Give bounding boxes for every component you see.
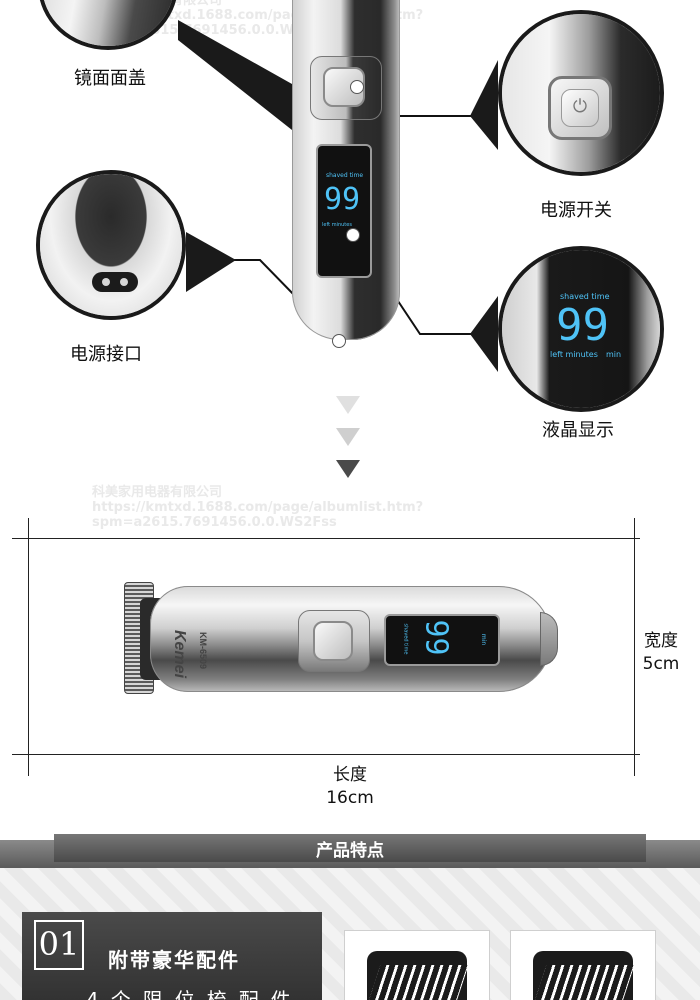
lcd-min-horizontal: min: [480, 633, 488, 646]
watermark-middle: 科美家用电器有限公司 https://kmtxd.1688.com/page/a…: [92, 485, 424, 531]
width-value: 5cm: [642, 653, 680, 674]
section-title: 产品特点: [316, 841, 384, 861]
lcd-caption-horizontal: shaved time: [402, 623, 409, 655]
lcd-zoom-minutes: left minutes: [550, 350, 598, 359]
arrow-down-icon: [336, 396, 360, 414]
mirror-cover-label: 镜面面盖: [74, 68, 146, 89]
lcd-zoom-caption: shaved time: [560, 292, 610, 301]
port-pointer: [186, 232, 236, 292]
length-dimension: 长度 16cm: [300, 764, 400, 810]
power-port-label: 电源接口: [70, 344, 142, 365]
port-slot-icon: [92, 272, 138, 292]
watermark-url: https://kmtxd.1688.com/page/albumlist.ht…: [92, 499, 424, 515]
lcd-caption: shaved time: [326, 172, 364, 179]
trimmer-vertical-image: shaved time 99 left minutes: [292, 0, 400, 340]
accessory-card: [510, 930, 656, 1000]
dimension-top-line: [12, 538, 640, 539]
lcd-display-label: 液晶显示: [542, 420, 614, 441]
length-label: 长度: [333, 765, 367, 785]
lcd-digits-horizontal: 99: [418, 619, 454, 656]
comb-icon: [367, 951, 467, 1000]
mirror-cover-zoom: [38, 0, 178, 50]
lcd-pointer: [470, 296, 498, 372]
watermark-spm: spm=a2615.7691456.0.0.WS2Fss: [92, 514, 337, 530]
model-number: KM-6509: [198, 632, 208, 670]
width-dimension: 宽度 5cm: [636, 630, 686, 676]
lcd-display-zoom: shaved time 99 left minutes min: [498, 246, 664, 412]
dimension-left-line: [28, 518, 29, 776]
arrow-down-icon: [336, 428, 360, 446]
lcd-digits: 99: [324, 182, 361, 217]
brand-logo: Kemei KM-6509: [171, 612, 226, 678]
power-symbol-icon: [548, 76, 612, 140]
power-switch-zoom: [498, 10, 664, 176]
feature-subtitle: 4个限位梳配件: [86, 988, 303, 1000]
callout-dot-lcd: [346, 228, 360, 242]
watermark-company: 科美家用电器有限公司: [92, 485, 223, 500]
power-button-panel: [310, 56, 382, 120]
comb-icon: [533, 951, 633, 1000]
length-value: 16cm: [326, 787, 374, 808]
width-label: 宽度: [644, 631, 678, 651]
dimension-bottom-line: [12, 754, 640, 755]
feature-number: 01: [34, 920, 84, 970]
power-pointer: [470, 60, 498, 150]
accessory-card: [344, 930, 490, 1000]
brand-name: Kemei: [171, 630, 188, 679]
lcd-minutes: left minutes: [322, 222, 352, 228]
arrow-down-icon: [336, 460, 360, 478]
trimmer-lcd-horizontal: 99 shaved time min: [384, 614, 500, 666]
lcd-zoom-digits: 99: [556, 300, 609, 351]
dimension-right-line: [634, 518, 635, 776]
callout-dot-power: [350, 80, 364, 94]
trimmer-tail: [540, 612, 558, 666]
feature-title: 附带豪华配件: [108, 948, 240, 972]
power-port-zoom: [36, 170, 186, 320]
mirror-pointer: [178, 20, 292, 130]
lcd-zoom-min: min: [606, 350, 622, 359]
section-title-banner: [54, 834, 646, 862]
feature-box: [22, 912, 322, 1000]
power-switch-label: 电源开关: [540, 200, 612, 221]
power-button-panel-horizontal: [298, 610, 370, 672]
trimmer-lcd: shaved time 99 left minutes: [316, 144, 372, 278]
callout-dot-port: [332, 334, 346, 348]
power-button-icon: [313, 621, 353, 661]
